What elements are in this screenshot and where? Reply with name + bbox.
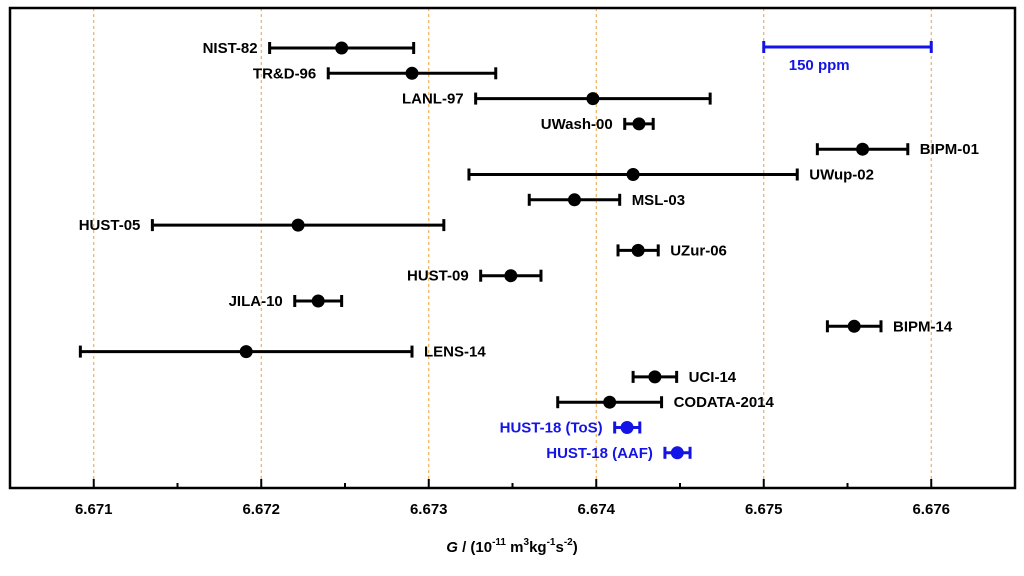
data-marker	[631, 243, 645, 257]
data-marker	[670, 446, 684, 460]
point-label: BIPM-01	[920, 141, 979, 158]
data-marker	[586, 92, 600, 106]
data-point-row: HUST-18 (ToS)	[500, 420, 642, 437]
point-label: LANL-97	[402, 91, 464, 108]
data-point-row: JILA-10	[229, 293, 344, 310]
data-point-row: UZur-06	[616, 242, 727, 259]
point-label: UCI-14	[689, 369, 737, 386]
x-tick-label: 6.674	[577, 501, 615, 518]
data-marker	[847, 319, 861, 333]
data-marker	[632, 117, 646, 131]
vertical-gridlines	[93, 8, 932, 488]
plot-frame	[8, 6, 1017, 490]
data-marker	[620, 421, 634, 434]
scale-bar-label: 150 ppm	[789, 57, 850, 74]
data-point-row: BIPM-01	[815, 141, 979, 158]
data-point-row: HUST-05	[79, 217, 446, 234]
data-marker	[603, 395, 617, 409]
point-label: HUST-18 (ToS)	[500, 420, 603, 437]
data-marker	[239, 345, 253, 359]
data-marker	[504, 269, 518, 283]
point-label: UWup-02	[809, 167, 874, 184]
data-marker	[648, 370, 662, 384]
point-label: HUST-05	[79, 217, 141, 234]
data-point-row: TR&D-96	[253, 65, 498, 82]
point-label: UZur-06	[670, 242, 727, 259]
data-point-row: LENS-14	[78, 344, 486, 361]
data-marker	[567, 193, 581, 207]
data-point-row: UWup-02	[467, 167, 874, 184]
data-point-row: BIPM-14	[825, 318, 953, 335]
point-label: BIPM-14	[893, 318, 953, 335]
data-marker	[335, 41, 349, 55]
point-label: MSL-03	[632, 192, 685, 209]
x-tick-label: 6.671	[75, 501, 113, 518]
point-label: HUST-09	[407, 268, 469, 285]
point-label: JILA-10	[229, 293, 283, 310]
data-marker	[311, 294, 325, 308]
x-tick-label: 6.676	[912, 501, 950, 518]
x-tick-label: 6.672	[242, 501, 280, 518]
point-label: UWash-00	[541, 116, 613, 133]
data-point-row: NIST-82	[203, 40, 416, 57]
data-point-row: HUST-09	[407, 268, 543, 285]
x-tick-label: 6.673	[410, 501, 448, 518]
data-point-row: UWash-00	[541, 116, 655, 133]
point-label: NIST-82	[203, 40, 258, 57]
data-point-row: UCI-14	[631, 369, 737, 386]
data-marker	[626, 168, 640, 181]
data-points: NIST-82TR&D-96LANL-97UWash-00BIPM-01UWup…	[79, 40, 979, 462]
point-label: CODATA-2014	[674, 394, 775, 411]
x-tick-label: 6.675	[745, 501, 783, 518]
x-axis-title: G / (10-11 m3kg-1s-2)	[446, 537, 578, 556]
data-point-row: LANL-97	[402, 91, 712, 108]
data-marker	[405, 66, 419, 80]
data-marker	[291, 218, 305, 232]
data-point-row: CODATA-2014	[556, 394, 775, 411]
data-point-row: MSL-03	[527, 192, 685, 209]
data-marker	[856, 142, 870, 156]
point-label: HUST-18 (AAF)	[546, 445, 653, 462]
data-point-row: HUST-18 (AAF)	[546, 445, 692, 462]
x-axis-ticks: 6.671 6.672 6.673 6.674 6.675 6.676	[75, 479, 950, 518]
point-label: TR&D-96	[253, 65, 316, 82]
scale-bar: 150 ppm	[762, 41, 933, 74]
point-label: LENS-14	[424, 344, 486, 361]
